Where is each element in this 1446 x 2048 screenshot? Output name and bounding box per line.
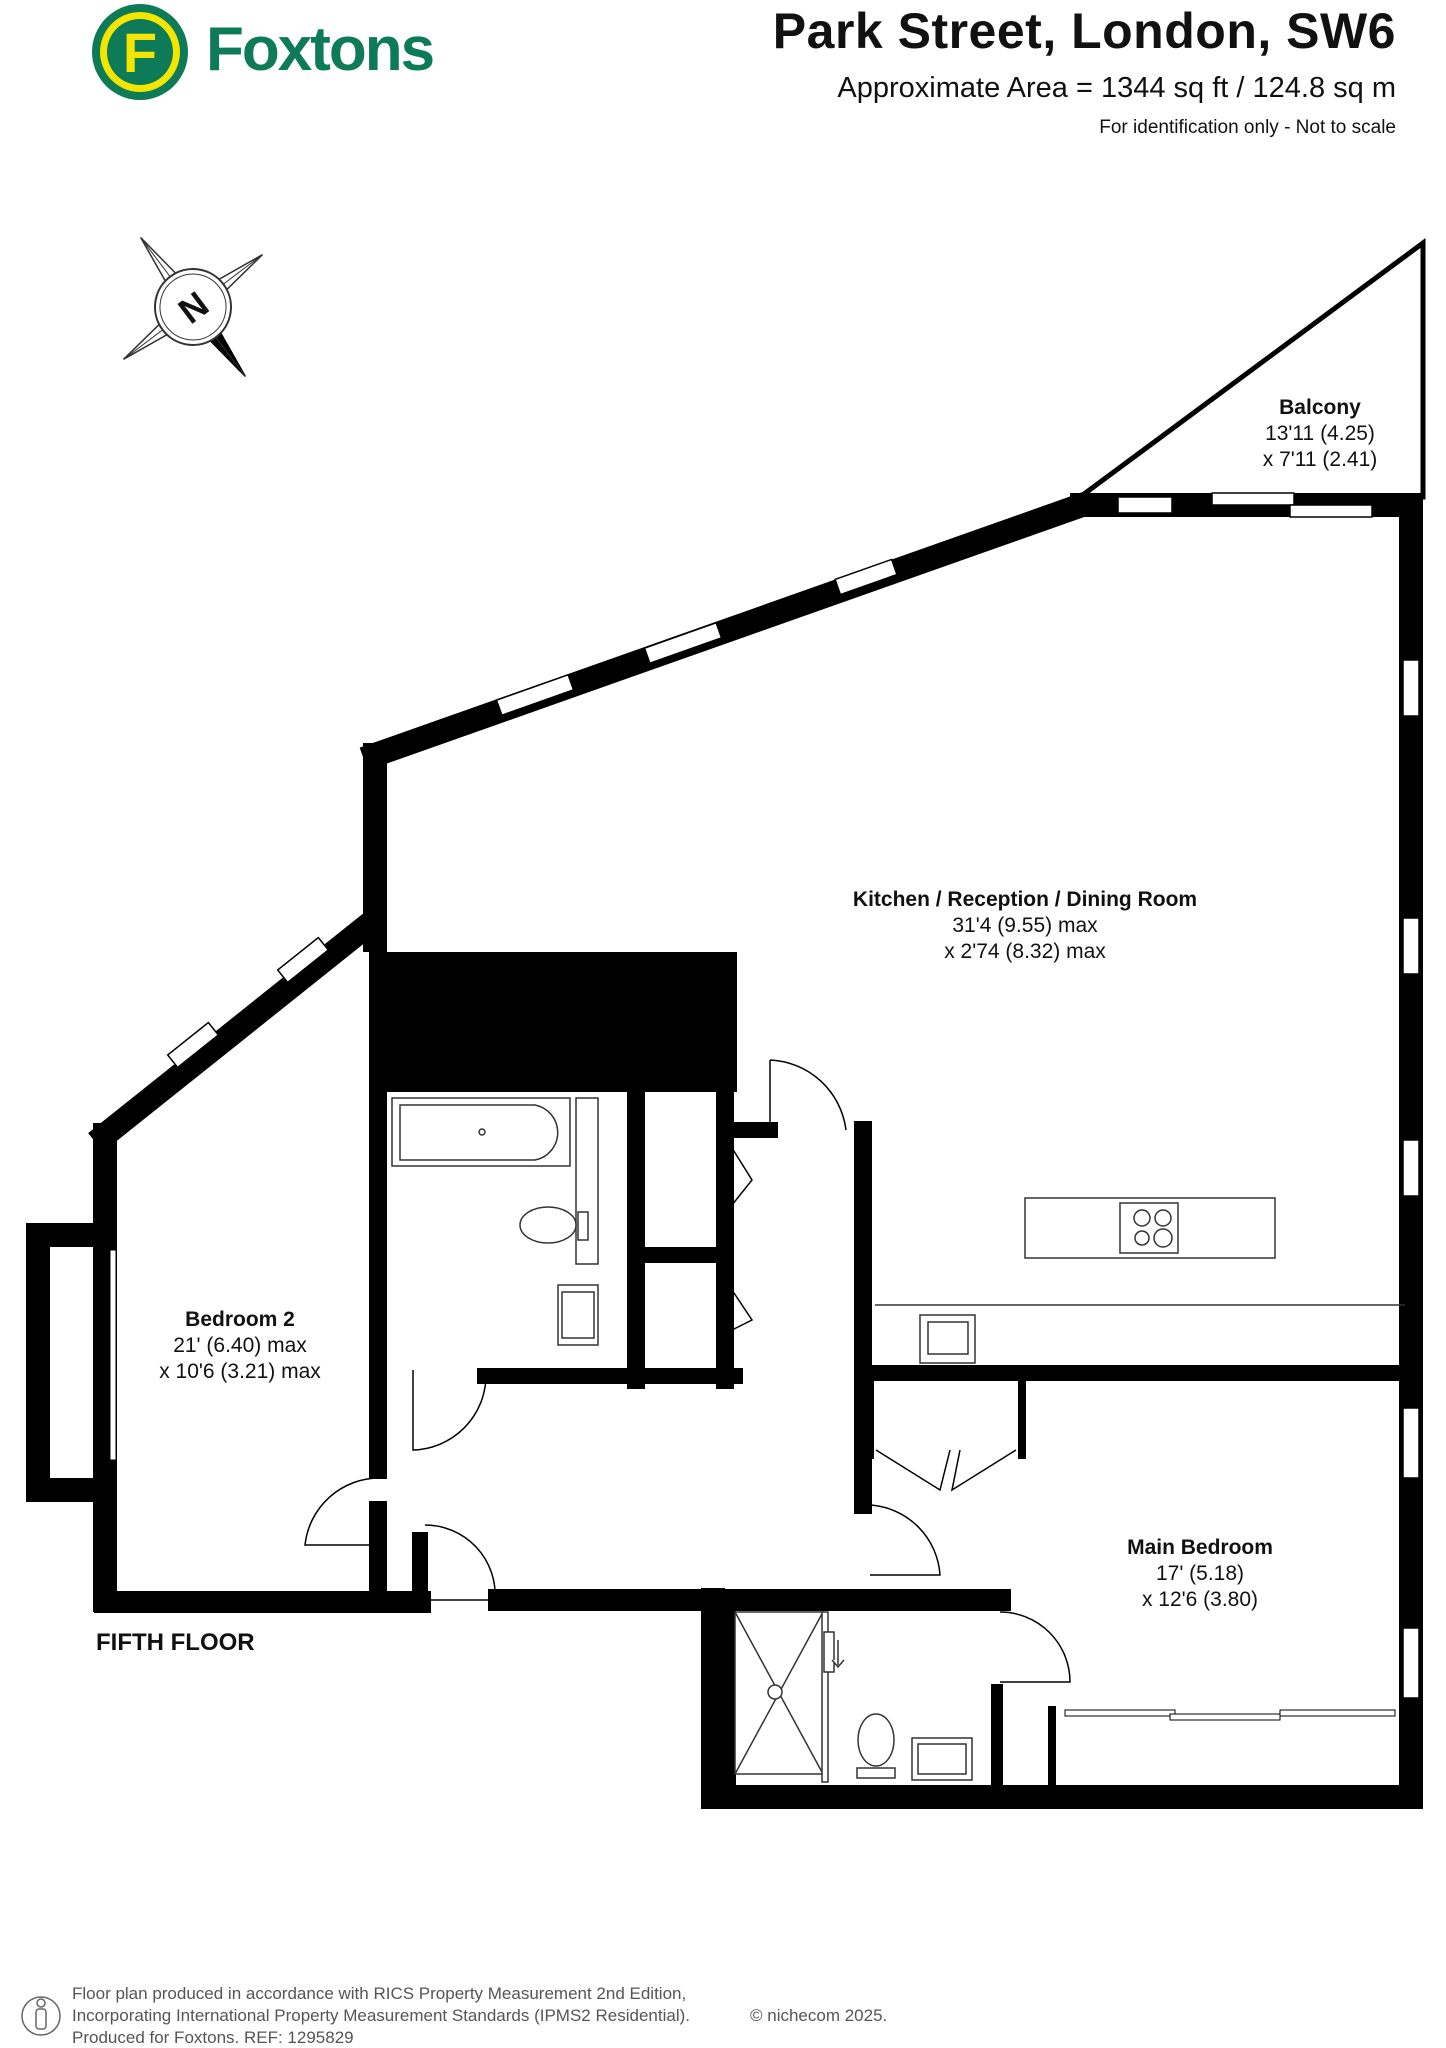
logo-letter: F	[123, 21, 157, 84]
room-label-balcony: Balcony 13'11 (4.25) x 7'11 (2.41)	[1210, 395, 1430, 473]
room-dim2: x 12'6 (3.80)	[1141, 1588, 1259, 1611]
footer-line-3: Produced for Foxtons. REF: 1295829	[72, 2028, 354, 2047]
room-name: Bedroom 2	[185, 1308, 295, 1331]
person-scale-icon	[21, 1996, 61, 2036]
room-dim1: 13'11 (4.25)	[1265, 422, 1375, 445]
room-label-kitchen: Kitchen / Reception / Dining Room 31'4 (…	[800, 887, 1250, 965]
room-dim1: 21' (6.40) max	[173, 1334, 307, 1357]
room-dim2: x 7'11 (2.41)	[1262, 448, 1378, 471]
kitchen-fixtures	[875, 1197, 1405, 1364]
ensuite-toilet-icon	[857, 1713, 895, 1767]
room-dim1: 31'4 (9.55) max	[952, 914, 1098, 937]
area-summary: Approximate Area = 1344 sq ft / 124.8 sq…	[837, 72, 1396, 104]
room-dim2: x 10'6 (3.21) max	[159, 1360, 321, 1383]
room-dim1: 17' (5.18)	[1155, 1562, 1245, 1585]
room-name: Kitchen / Reception / Dining Room	[852, 888, 1198, 911]
brand-name: Foxtons	[206, 15, 435, 84]
footer-line-2: Incorporating International Property Mea…	[72, 2006, 690, 2025]
foxtons-logo: F	[92, 4, 188, 100]
room-name: Main Bedroom	[1127, 1536, 1273, 1559]
floor-label: FIFTH FLOOR	[96, 1629, 255, 1656]
room-label-main-bedroom: Main Bedroom 17' (5.18) x 12'6 (3.80)	[1070, 1535, 1330, 1613]
hob-icon	[1119, 1202, 1179, 1254]
compass-icon: N	[122, 236, 264, 378]
windows	[109, 492, 1420, 1721]
identification-note: For identification only - Not to scale	[1099, 117, 1396, 138]
toilet-icon	[519, 1206, 577, 1244]
doors	[304, 1059, 1071, 1683]
riser-block	[375, 952, 737, 1092]
ensuite-fixtures	[734, 1611, 973, 1783]
page-title: Park Street, London, SW6	[772, 3, 1396, 59]
footer-line-1: Floor plan produced in accordance with R…	[72, 1984, 687, 2003]
room-name: Balcony	[1279, 396, 1361, 419]
room-label-bedroom-2: Bedroom 2 21' (6.40) max x 10'6 (3.21) m…	[110, 1307, 370, 1385]
room-dim2: x 2'74 (8.32) max	[944, 940, 1106, 963]
footer-copyright: © nichecom 2025.	[750, 2006, 888, 2025]
bathroom-fixtures	[391, 1097, 599, 1346]
